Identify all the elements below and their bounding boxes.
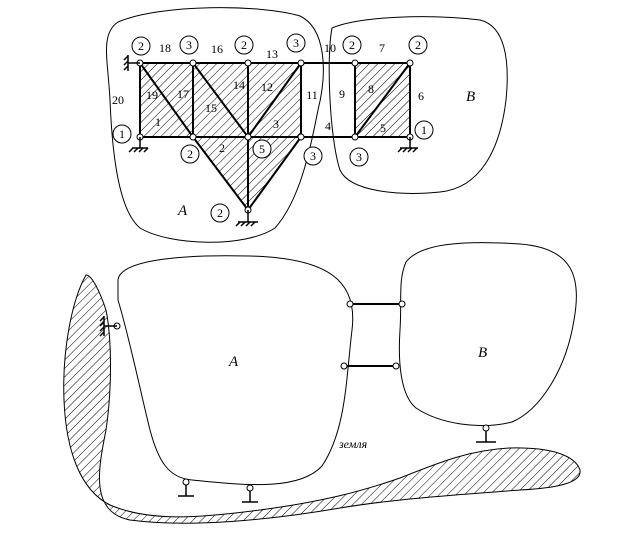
truss-b-members — [354, 62, 411, 138]
member-label: 13 — [266, 47, 278, 61]
region-b-outline-bottom — [398, 242, 577, 427]
node-degree: 2 — [408, 35, 428, 55]
member-label: 7 — [379, 41, 385, 55]
svg-text:2: 2 — [138, 39, 144, 53]
member-label: 9 — [339, 87, 345, 101]
top-diagram: 1 2 3 4 5 6 7 8 9 10 11 12 13 14 15 16 1… — [106, 7, 508, 243]
node-degree: 2 — [342, 35, 362, 55]
svg-text:5: 5 — [259, 142, 265, 156]
node-degree: 3 — [303, 146, 323, 166]
top-supports — [123, 55, 418, 227]
region-a-label-top: A — [177, 203, 188, 219]
node-degree: 3 — [179, 35, 199, 55]
truss-a-members — [139, 62, 302, 211]
member-label: 19 — [146, 88, 158, 102]
region-a-outline-bottom — [117, 255, 354, 486]
region-a-outline — [106, 7, 324, 243]
node-degree: 2 — [210, 203, 230, 223]
member-label: 16 — [211, 42, 223, 56]
node-degree: 3 — [349, 147, 369, 167]
node-degree: 1 — [414, 120, 434, 140]
svg-text:3: 3 — [293, 36, 299, 50]
node-degree: 2 — [131, 36, 151, 56]
member-label: 17 — [177, 87, 189, 101]
svg-text:2: 2 — [241, 38, 247, 52]
member-label: 8 — [368, 82, 374, 96]
svg-text:1: 1 — [421, 123, 427, 137]
svg-text:3: 3 — [186, 38, 192, 52]
member-label: 11 — [306, 88, 318, 102]
node-degree-markers: 1 2 3 2 2 3 2 2 2 3 5 3 1 — [112, 33, 434, 223]
ground-label: земля — [338, 437, 368, 451]
ground-shape — [63, 274, 581, 524]
region-b-outline — [328, 16, 508, 194]
region-b-label-top: B — [466, 89, 475, 105]
bottom-connecting-bars — [344, 303, 402, 367]
member-label: 1 — [155, 115, 161, 129]
svg-text:3: 3 — [310, 149, 316, 163]
member-label: 5 — [380, 121, 386, 135]
svg-text:2: 2 — [217, 206, 223, 220]
member-label: 15 — [205, 101, 217, 115]
connecting-bars — [301, 62, 355, 138]
member-label: 10 — [324, 41, 336, 55]
member-label: 2 — [219, 141, 225, 155]
svg-text:3: 3 — [356, 150, 362, 164]
svg-text:2: 2 — [415, 38, 421, 52]
node-degree: 2 — [180, 144, 200, 164]
bottom-diagram: A B земля — [63, 242, 581, 524]
region-a-label-bottom: A — [228, 354, 239, 370]
member-label: 6 — [418, 89, 424, 103]
member-label: 14 — [233, 78, 245, 92]
member-label: 20 — [112, 93, 124, 107]
node-degree: 3 — [286, 33, 306, 53]
svg-text:2: 2 — [349, 38, 355, 52]
bottom-supports — [99, 316, 496, 503]
member-label: 18 — [159, 41, 171, 55]
node-degree: 2 — [234, 35, 254, 55]
node-degree: 5 — [252, 139, 272, 159]
member-label: 3 — [273, 117, 279, 131]
svg-text:2: 2 — [187, 147, 193, 161]
member-label: 12 — [261, 80, 273, 94]
bottom-joints — [113, 300, 490, 492]
svg-text:1: 1 — [119, 127, 125, 141]
member-labels: 1 2 3 4 5 6 7 8 9 10 11 12 13 14 15 16 1… — [112, 41, 424, 155]
node-degree: 1 — [112, 124, 132, 144]
region-b-label-bottom: B — [478, 345, 487, 361]
member-label: 4 — [325, 119, 331, 133]
